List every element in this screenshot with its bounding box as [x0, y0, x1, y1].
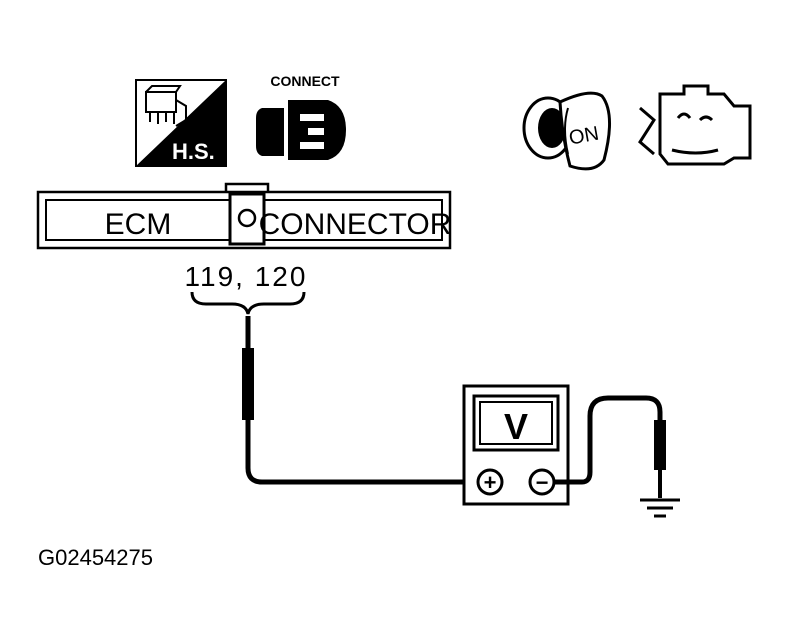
connect-icon: CONNECT [256, 73, 346, 160]
figure-id: G02454275 [38, 545, 153, 570]
connect-label: CONNECT [270, 73, 340, 89]
terminal-numbers: 119, 120 [185, 261, 308, 292]
connector-label: CONNECTOR [259, 208, 452, 241]
negative-symbol: − [536, 470, 549, 495]
ground-icon [640, 498, 680, 518]
ignition-on-icon: ON [522, 91, 612, 171]
terminal-brace [190, 291, 306, 315]
ecm-connector: ECM CONNECTOR [36, 182, 452, 250]
hs-label: H.S. [172, 139, 215, 164]
harness-side-icon: H.S. [135, 79, 227, 167]
engine-running-icon [638, 84, 752, 166]
voltmeter: V + − [462, 384, 570, 506]
voltmeter-label: V [504, 406, 528, 447]
ignition-on-label: ON [567, 123, 600, 150]
negative-test-lead [554, 395, 663, 485]
positive-symbol: + [484, 470, 497, 495]
negative-probe [554, 395, 666, 498]
positive-probe [242, 316, 484, 485]
ecm-label: ECM [105, 208, 172, 241]
positive-terminal-icon [476, 468, 504, 496]
positive-test-lead [245, 420, 484, 485]
